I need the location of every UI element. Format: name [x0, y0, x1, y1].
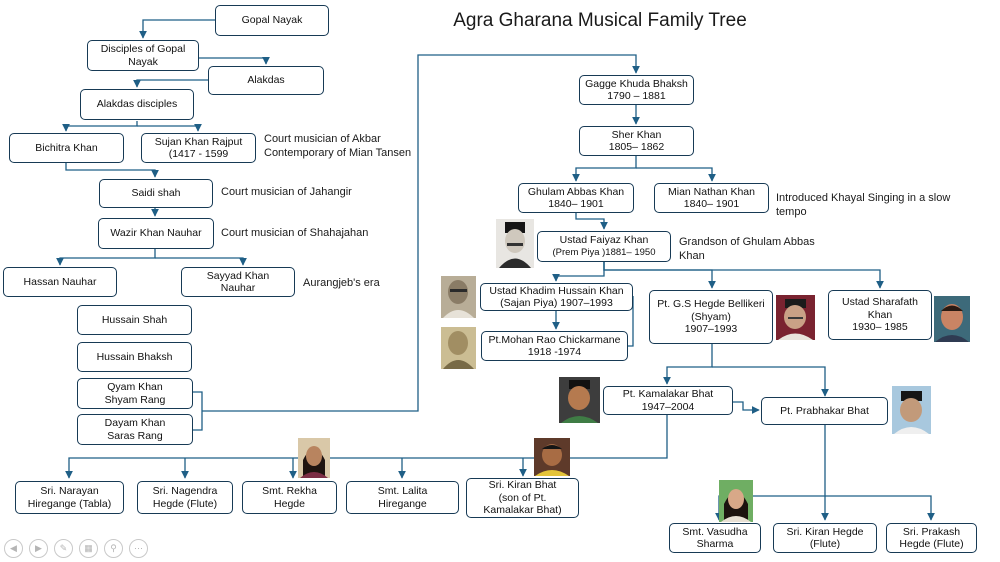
node-dayam-khan: Dayam Khan Saras Rang: [77, 414, 193, 445]
node-ghulam-abbas-khan: Ghulam Abbas Khan 1840– 1901: [518, 183, 634, 213]
node-bichitra-khan: Bichitra Khan: [9, 133, 124, 163]
node-sayyad-khan-nauhar: Sayyad Khan Nauhar: [181, 267, 295, 297]
node-disciples-of-gopal-nayak: Disciples of Gopal Nayak: [87, 40, 199, 71]
node-sri-kiran-hegde: Sri. Kiran Hegde (Flute): [773, 523, 877, 553]
node-gagge-khuda-bhaksh: Gagge Khuda Bhaksh 1790 – 1881: [579, 75, 694, 105]
note-sujan-khan: Court musician of Akbar Contemporary of …: [264, 133, 412, 159]
node-gopal-nayak: Gopal Nayak: [215, 5, 329, 36]
note-mian-nathan-khan: Introduced Khayal Singing in a slow temp…: [776, 192, 951, 218]
note-faiyaz-khan: Grandson of Ghulam Abbas Khan: [679, 236, 815, 262]
node-pt-prabhakar-bhat: Pt. Prabhakar Bhat: [761, 397, 888, 425]
portrait-mohan-rao-chickarmane: [441, 327, 476, 369]
more-icon[interactable]: ⋯: [129, 539, 148, 558]
node-pt-kamalakar-bhat: Pt. Kamalakar Bhat 1947–2004: [603, 386, 733, 415]
node-alakdas: Alakdas: [208, 66, 324, 95]
portrait-kiran-bhat: [534, 438, 570, 476]
node-ustad-khadim-hussain-khan: Ustad Khadim Hussain Khan (Sajan Piya) 1…: [480, 283, 633, 311]
portrait-vasudha-sharma: [719, 480, 753, 522]
note-saidi-shah: Court musician of Jahangir: [221, 186, 352, 198]
node-pt-gs-hegde-bellikeri: Pt. G.S Hegde Bellikeri (Shyam) 1907–199…: [649, 290, 773, 344]
portrait-prabhakar-bhat: [892, 386, 931, 434]
note-sayyad-khan: Aurangjeb's era: [303, 277, 380, 289]
portrait-rekha-hegde: [298, 438, 330, 478]
faiyaz-subtitle: (Prem Piya )1881– 1950: [552, 246, 656, 258]
node-hussain-shah: Hussain Shah: [77, 305, 192, 335]
node-wazir-khan-nauhar: Wazir Khan Nauhar: [98, 218, 214, 249]
pen-icon[interactable]: ✎: [54, 539, 73, 558]
portrait-kamalakar-bhat: [559, 377, 600, 423]
next-icon[interactable]: ▶: [29, 539, 48, 558]
node-smt-vasudha-sharma: Smt. Vasudha Sharma: [669, 523, 761, 553]
node-sri-prakash-hegde: Sri. Prakash Hegde (Flute): [886, 523, 977, 553]
node-mian-nathan-khan: Mian Nathan Khan 1840– 1901: [654, 183, 769, 213]
node-sher-khan: Sher Khan 1805– 1862: [579, 126, 694, 156]
portrait-gs-hegde-bellikeri: [776, 295, 815, 340]
zoom-icon[interactable]: ⚲: [104, 539, 123, 558]
previous-icon[interactable]: ◀: [4, 539, 23, 558]
node-saidi-shah: Saidi shah: [99, 179, 213, 208]
node-alakdas-disciples: Alakdas disciples: [80, 89, 194, 120]
node-sri-nagendra-hegde: Sri. Nagendra Hegde (Flute): [137, 481, 233, 514]
node-pt-mohan-rao-chickarmane: Pt.Mohan Rao Chickarmane 1918 -1974: [481, 331, 628, 361]
node-hussain-bhaksh: Hussain Bhaksh: [77, 342, 192, 372]
node-smt-rekha-hegde: Smt. Rekha Hegde: [242, 481, 337, 514]
node-qyam-khan: Qyam Khan Shyam Rang: [77, 378, 193, 409]
node-ustad-faiyaz-khan: Ustad Faiyaz Khan (Prem Piya )1881– 1950: [537, 231, 671, 262]
portrait-khadim-hussain-khan: [441, 276, 476, 318]
portrait-faiyaz-khan: [496, 219, 534, 268]
slide-controls: ◀ ▶ ✎ ▦ ⚲ ⋯: [4, 539, 148, 558]
node-sujan-khan-rajput: Sujan Khan Rajput (1417 - 1599: [141, 133, 256, 163]
portrait-sharafath-khan: [934, 296, 970, 342]
node-smt-lalita-hiregange: Smt. Lalita Hiregange: [346, 481, 459, 514]
node-sri-kiran-bhat: Sri. Kiran Bhat (son of Pt. Kamalakar Bh…: [466, 478, 579, 518]
node-hassan-nauhar: Hassan Nauhar: [3, 267, 117, 297]
note-wazir-khan: Court musician of Shahajahan: [221, 227, 369, 239]
node-ustad-sharafath-khan: Ustad Sharafath Khan 1930– 1985: [828, 290, 932, 340]
slides-icon[interactable]: ▦: [79, 539, 98, 558]
node-sri-narayan-hiregange: Sri. Narayan Hiregange (Tabla): [15, 481, 124, 514]
faiyaz-name: Ustad Faiyaz Khan: [559, 234, 649, 246]
page-title: Agra Gharana Musical Family Tree: [453, 10, 747, 31]
